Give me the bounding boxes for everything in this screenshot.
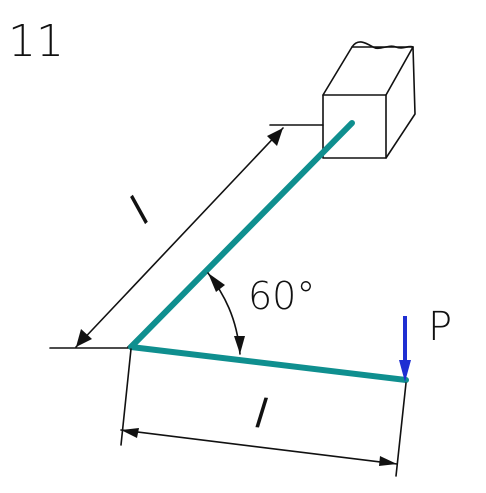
lower-dimension-arrow-right [379, 456, 397, 466]
support-block-break-line [351, 41, 414, 50]
upper-dimension-arrow-top [267, 128, 283, 146]
support-block-front-face [322, 94, 387, 159]
force-arrow-head [399, 360, 411, 382]
bent-rod [128, 120, 409, 383]
lower-length-label: l [253, 391, 269, 438]
upper-length-label: l [121, 190, 159, 232]
upper-dimension-arrow-bottom [76, 329, 92, 347]
support-block-right-face [385, 46, 416, 159]
force-label: P [428, 304, 452, 350]
lower-dimension-arrow-left [121, 428, 139, 438]
angle-arrow-top [208, 273, 225, 292]
problem-number: 11 [8, 16, 64, 67]
upper-dimension-line [75, 127, 284, 348]
support-block [322, 41, 416, 159]
lower-right-extension-line [395, 382, 407, 477]
support-block-top-face [322, 46, 414, 96]
lower-dimension-line [120, 429, 398, 465]
lower-left-extension-line [120, 348, 132, 446]
angle-label: 60° [248, 274, 315, 318]
angle-arrow-bottom [234, 336, 245, 354]
